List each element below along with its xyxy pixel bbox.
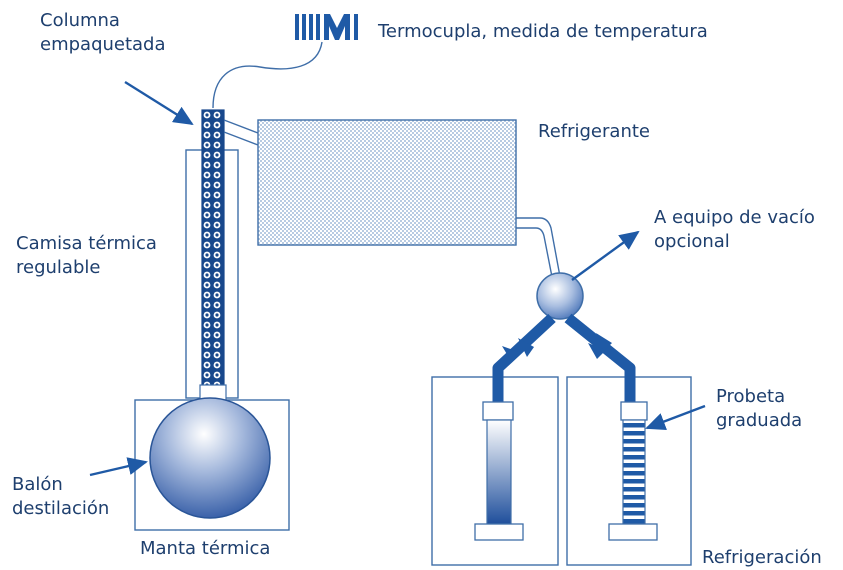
label-vacio-line1: A equipo de vacío bbox=[654, 207, 815, 228]
distillation-flask bbox=[149, 397, 271, 519]
condenser bbox=[257, 119, 517, 246]
label-probeta-line1: Probeta bbox=[716, 386, 786, 407]
label-manta: Manta térmica bbox=[140, 538, 271, 559]
pointer-arrow-columna-icon bbox=[124, 80, 194, 126]
label-camisa-line2: regulable bbox=[16, 257, 101, 278]
label-refrigerante: Refrigerante bbox=[538, 121, 650, 142]
label-balon-line2: destilación bbox=[12, 498, 110, 519]
thermocouple-icon bbox=[295, 14, 358, 40]
receiver-cylinder-left bbox=[474, 401, 524, 541]
flow-arrow-right-upper-icon bbox=[596, 333, 612, 351]
label-refrigeracion: Refrigeración bbox=[702, 547, 822, 568]
delivery-tube-right bbox=[564, 313, 636, 402]
pointer-arrow-probeta-icon bbox=[645, 404, 706, 431]
label-probeta-line2: graduada bbox=[716, 410, 803, 431]
label-balon-line1: Balón bbox=[12, 474, 63, 495]
flow-arrow-right-icon bbox=[588, 343, 606, 359]
flow-arrow-left-icon bbox=[518, 338, 534, 357]
condenser-side-arm bbox=[223, 119, 259, 146]
condenser-outlet-tube bbox=[516, 217, 562, 283]
label-camisa-line1: Camisa térmica bbox=[16, 233, 157, 254]
label-columna-line1: Columna bbox=[40, 10, 120, 31]
label-columna-line2: empaquetada bbox=[40, 34, 166, 55]
graduated-cylinder bbox=[608, 401, 658, 541]
packed-column bbox=[201, 109, 225, 399]
delivery-tube-left bbox=[492, 313, 556, 402]
label-termocupla: Termocupla, medida de temperatura bbox=[378, 21, 708, 42]
flow-arrow-left-lower-icon bbox=[502, 346, 519, 361]
pointer-arrow-balon-icon bbox=[89, 457, 148, 477]
pointer-arrow-vacio-icon bbox=[571, 230, 640, 281]
splitter-bulb bbox=[536, 272, 584, 320]
label-vacio-line2: opcional bbox=[654, 231, 730, 252]
thermocouple-wire bbox=[212, 41, 323, 109]
